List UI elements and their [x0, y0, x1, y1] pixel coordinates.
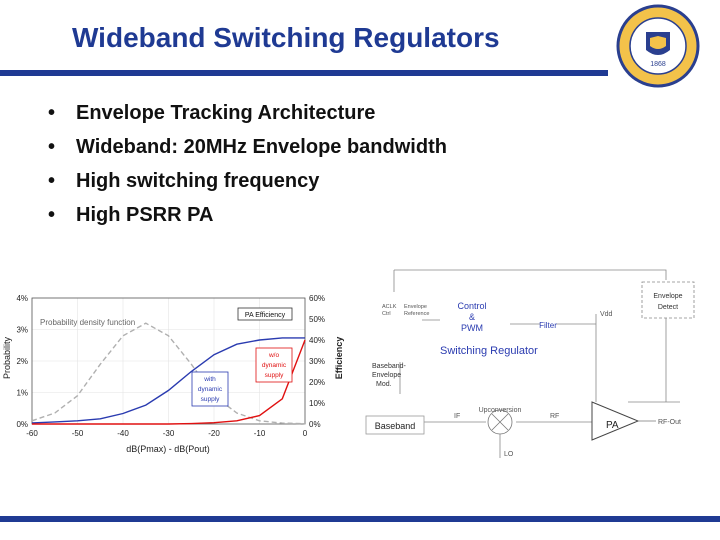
if-label: IF: [454, 413, 460, 420]
x-axis-label: dB(Pmax) - dB(Pout): [126, 444, 210, 454]
baseband-mod-label: Envelope: [372, 372, 401, 379]
right-tick-label: 40%: [309, 336, 325, 345]
bullet-item: •Envelope Tracking Architecture: [48, 102, 376, 124]
seal-year: 1868: [650, 61, 666, 68]
right-tick-label: 10%: [309, 399, 325, 408]
right-tick-label: 20%: [309, 378, 325, 387]
envelope-tracking-diagram: Envelope Detect ACLK Ctrl Envelope Refer…: [365, 269, 695, 458]
without-dynamic-box: [255, 347, 293, 383]
y-axis-label-right: Efficiency: [334, 337, 344, 380]
rf-out-label: RF-Out: [658, 419, 681, 426]
right-tick-label: 30%: [309, 357, 325, 366]
pdf-annotation: Probability density function: [40, 318, 135, 327]
series-line: [32, 339, 306, 425]
envelope-reference-label: Reference: [404, 311, 429, 317]
baseband-label: Baseband: [375, 421, 416, 431]
right-tick-label: 0%: [309, 420, 321, 429]
series-line: [31, 322, 306, 425]
without-dynamic-label: w/o: [268, 352, 280, 359]
pa-amplifier-icon: PA: [591, 401, 640, 441]
x-tick-label: -30: [163, 429, 175, 438]
aclk-label: Ctrl: [382, 311, 391, 317]
x-tick-label: -50: [72, 429, 84, 438]
control-pwm-label: Control: [457, 301, 486, 311]
baseband-mod-label: Mod.: [376, 381, 392, 388]
left-tick-label: 2%: [16, 357, 28, 366]
left-tick-label: 3%: [16, 326, 28, 335]
without-dynamic-label: supply: [265, 372, 285, 379]
efficiency-chart: 4%3%2%1%0%60%50%40%30%20%10%0%-60-50-40-…: [2, 294, 344, 454]
mixer-icon: [487, 409, 513, 435]
left-tick-label: 1%: [16, 389, 28, 398]
right-tick-label: 50%: [309, 315, 325, 324]
upconversion-label: Upconversion: [479, 407, 522, 414]
filter-label: Filter: [539, 321, 557, 330]
pa-efficiency-label: PA Efficiency: [245, 312, 286, 319]
bullet-item: •Wideband: 20MHz Envelope bandwidth: [48, 136, 447, 158]
bullet-item: •High switching frequency: [48, 170, 320, 192]
envelope-reference-label: Envelope: [404, 304, 427, 310]
slide-title: Wideband Switching Regulators: [72, 22, 500, 53]
right-tick-label: 60%: [309, 294, 325, 303]
x-tick-label: -60: [26, 429, 38, 438]
control-pwm-label: PWM: [461, 323, 483, 333]
chart-tick-labels: 4%3%2%1%0%60%50%40%30%20%10%0%-60-50-40-…: [16, 294, 325, 438]
x-tick-label: 0: [303, 429, 308, 438]
pa-label: PA: [606, 420, 619, 431]
with-dynamic-label: dynamic: [198, 386, 223, 393]
left-tick-label: 0%: [16, 420, 28, 429]
vdd-label: Vdd: [600, 311, 613, 318]
without-dynamic-label: dynamic: [262, 362, 287, 369]
bullet-list: •Envelope Tracking Architecture •Wideban…: [48, 96, 447, 232]
envelope-feedback-line: [394, 269, 667, 280]
switching-regulator-label: Switching Regulator: [440, 345, 538, 357]
with-dynamic-box: [191, 371, 229, 407]
control-pwm-label: &: [469, 312, 475, 322]
title-underline: [0, 70, 608, 76]
university-seal-icon: 1868: [616, 4, 700, 88]
envelope-detect-block: Envelope Detect: [641, 281, 695, 319]
y-axis-label-left: Probability: [2, 336, 12, 379]
bottom-bar: [0, 516, 720, 522]
envelope-detect-label: Envelope: [653, 293, 682, 300]
pa-efficiency-box: [237, 307, 293, 321]
series-line: [31, 337, 305, 424]
baseband-block: Baseband: [365, 415, 425, 435]
baseband-mod-label: Baseband-: [372, 363, 407, 370]
lo-label: LO: [504, 451, 514, 458]
aclk-label: ACLK: [382, 304, 397, 310]
bullet-item: •High PSRR PA: [48, 204, 214, 226]
with-dynamic-label: with: [203, 376, 216, 383]
chart-series: [31, 322, 306, 425]
x-tick-label: -40: [117, 429, 129, 438]
envelope-detect-label: Detect: [658, 304, 678, 311]
rf-label: RF: [550, 413, 559, 420]
x-tick-label: -10: [254, 429, 266, 438]
x-tick-label: -20: [208, 429, 220, 438]
left-tick-label: 4%: [16, 294, 28, 303]
with-dynamic-label: supply: [201, 396, 221, 403]
